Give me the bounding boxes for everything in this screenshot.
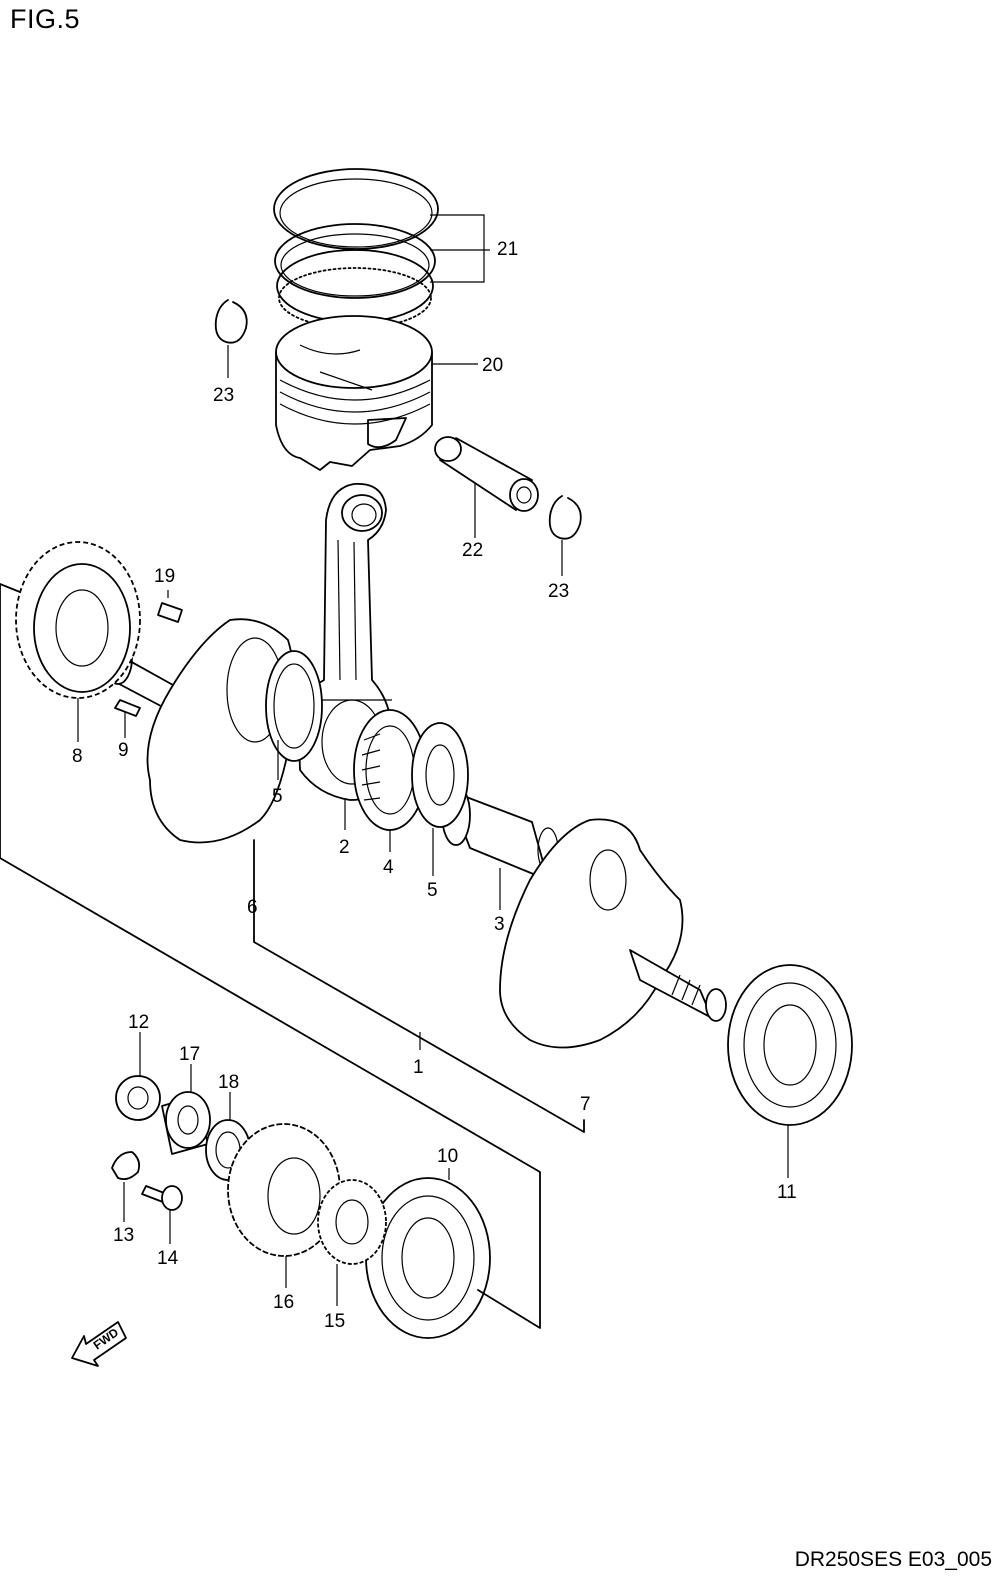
leader-lines	[77, 214, 789, 1306]
callout-5a: 5	[272, 786, 283, 807]
callout-11: 11	[777, 1182, 797, 1203]
assembly-bracket-1	[0, 583, 541, 1329]
part-13-key	[111, 1151, 141, 1181]
assembly-bracket-6-7	[253, 839, 585, 1133]
crankshaft-left-web	[103, 618, 323, 844]
piston-pin	[434, 436, 539, 512]
part-15-gear	[317, 1179, 387, 1265]
crankshaft-bearing-left	[365, 1177, 491, 1339]
callout-23b: 23	[548, 581, 569, 602]
callout-3: 3	[494, 914, 505, 935]
figure-title: FIG.5	[10, 4, 81, 34]
piston	[275, 315, 433, 471]
piston-rings	[273, 168, 439, 329]
piston-pin-circlip-left	[214, 299, 248, 344]
forward-direction-arrow: FWD	[71, 1321, 127, 1367]
crankshaft-drive-gear	[15, 541, 141, 699]
callout-10: 10	[437, 1146, 458, 1167]
crankshaft-right-web	[499, 818, 727, 1049]
part-12-washer	[115, 1075, 161, 1121]
callout-13: 13	[113, 1225, 134, 1246]
callout-22: 22	[462, 540, 483, 561]
callout-4: 4	[383, 857, 394, 878]
callout-12: 12	[128, 1012, 149, 1033]
crankshaft-bearing-right	[727, 964, 853, 1126]
thrust-washer-right	[411, 722, 469, 828]
callout-14: 14	[157, 1248, 179, 1269]
piston-pin-circlip-right	[548, 495, 582, 540]
diagram-code: DR250SES E03_005	[794, 1548, 992, 1571]
callout-23a: 23	[213, 385, 234, 406]
key-9	[114, 699, 141, 717]
callout-15: 15	[324, 1311, 345, 1332]
key-19	[157, 602, 183, 623]
callout-5b: 5	[427, 880, 438, 901]
callout-8: 8	[72, 746, 83, 767]
callout-17: 17	[179, 1044, 200, 1065]
callout-7: 7	[580, 1094, 591, 1115]
callout-labels: 1 2 3 4 5 5 6 7 8 9 10 11 12 13 14 15 16…	[72, 239, 797, 1332]
part-14-screw	[141, 1185, 183, 1211]
callout-1: 1	[413, 1057, 424, 1078]
callout-9: 9	[118, 740, 129, 761]
callout-2: 2	[339, 837, 350, 858]
callout-16: 16	[273, 1292, 294, 1313]
callout-19: 19	[154, 566, 175, 587]
part-17-spacer	[161, 1091, 211, 1155]
callout-20: 20	[482, 355, 503, 376]
callout-18: 18	[218, 1072, 239, 1093]
callout-21: 21	[497, 239, 518, 260]
callout-6: 6	[247, 897, 258, 918]
